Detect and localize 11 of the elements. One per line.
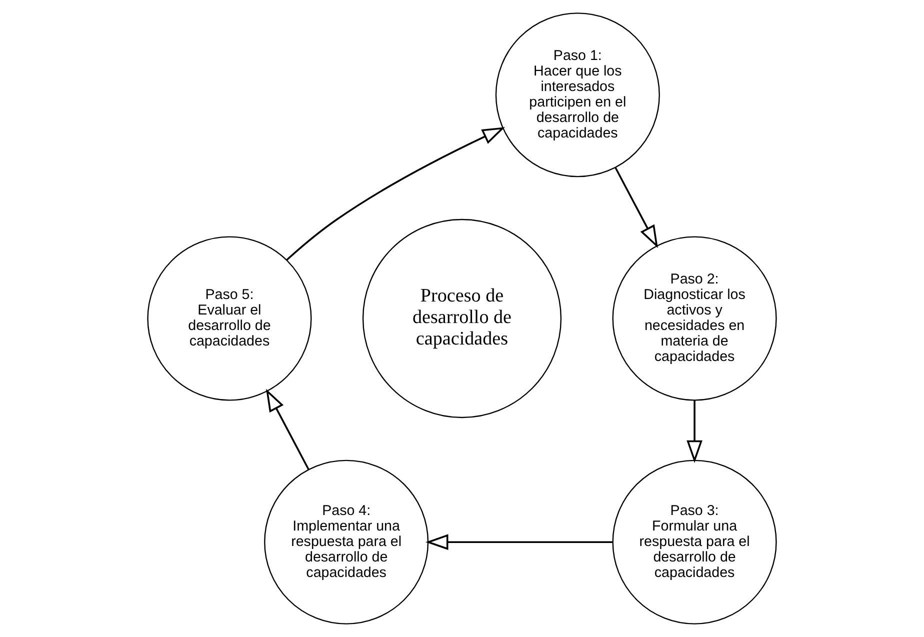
node-circle: Paso 2: Diagnosticar los activos y necesidades en materia de capacidades <box>612 236 777 401</box>
arrow <box>266 388 310 470</box>
arrow <box>426 534 612 550</box>
node-circle: Paso 1: Hacer que los interesados participen en el desarrollo de capacidades <box>495 12 660 178</box>
node-circle: Paso 4: Implementar una respuesta para el desarrollo de capacidades <box>264 460 429 624</box>
node-circle: Paso 5: Evaluar el desarrollo de capacidades <box>147 236 312 401</box>
node-circle: Proceso de desarrollo de capacidades <box>362 218 562 418</box>
arrow <box>614 167 658 248</box>
arrow <box>686 400 702 464</box>
arrow <box>286 127 506 261</box>
node-circle: Paso 3: Formular una respuesta para el desarrollo de capacidades <box>612 460 777 624</box>
